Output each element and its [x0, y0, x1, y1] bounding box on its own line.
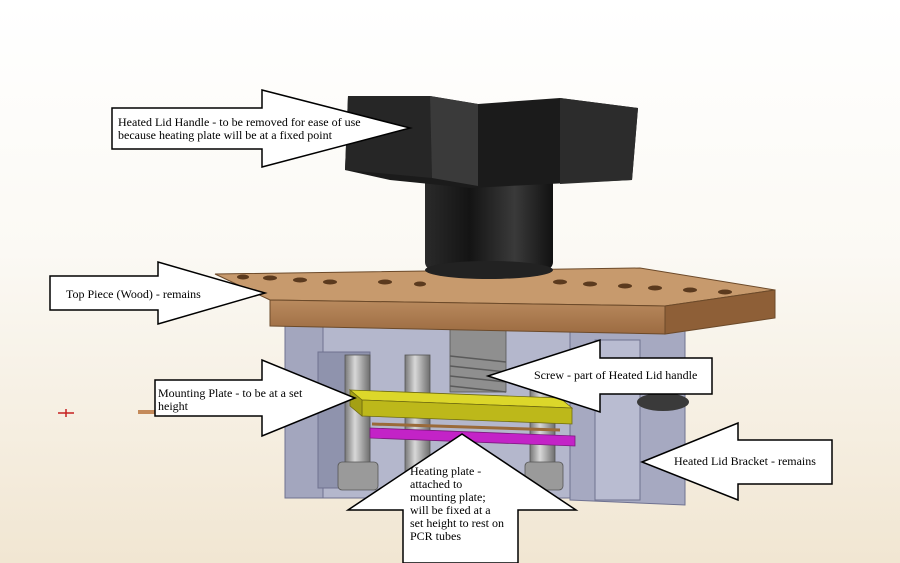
callout-arrow-mounting-plate: [154, 358, 357, 438]
callout-arrow-bracket: [639, 421, 833, 502]
label-lid-handle: Heated Lid Handle - to be removed for ea…: [118, 115, 361, 142]
label-screw: Screw - part of Heated Lid handle: [534, 368, 698, 382]
mounting-plate: [348, 389, 574, 425]
callout-arrow-heating-plate: [345, 433, 579, 563]
heating-plate: [369, 422, 576, 447]
callout-arrow-top-piece: [49, 261, 268, 325]
top-piece-wood: [214, 267, 776, 335]
origin-marker: [58, 409, 74, 417]
label-heating-plate: Heating plate - attached to mounting pla…: [410, 464, 504, 543]
label-bracket: Heated Lid Bracket - remains: [674, 454, 816, 468]
callout-arrow-lid-handle: [111, 89, 413, 168]
label-mounting-plate: Mounting Plate - to be at a set height: [158, 386, 303, 413]
callout-arrow-screw: [485, 338, 713, 414]
label-top-piece: Top Piece (Wood) - remains: [66, 287, 201, 301]
